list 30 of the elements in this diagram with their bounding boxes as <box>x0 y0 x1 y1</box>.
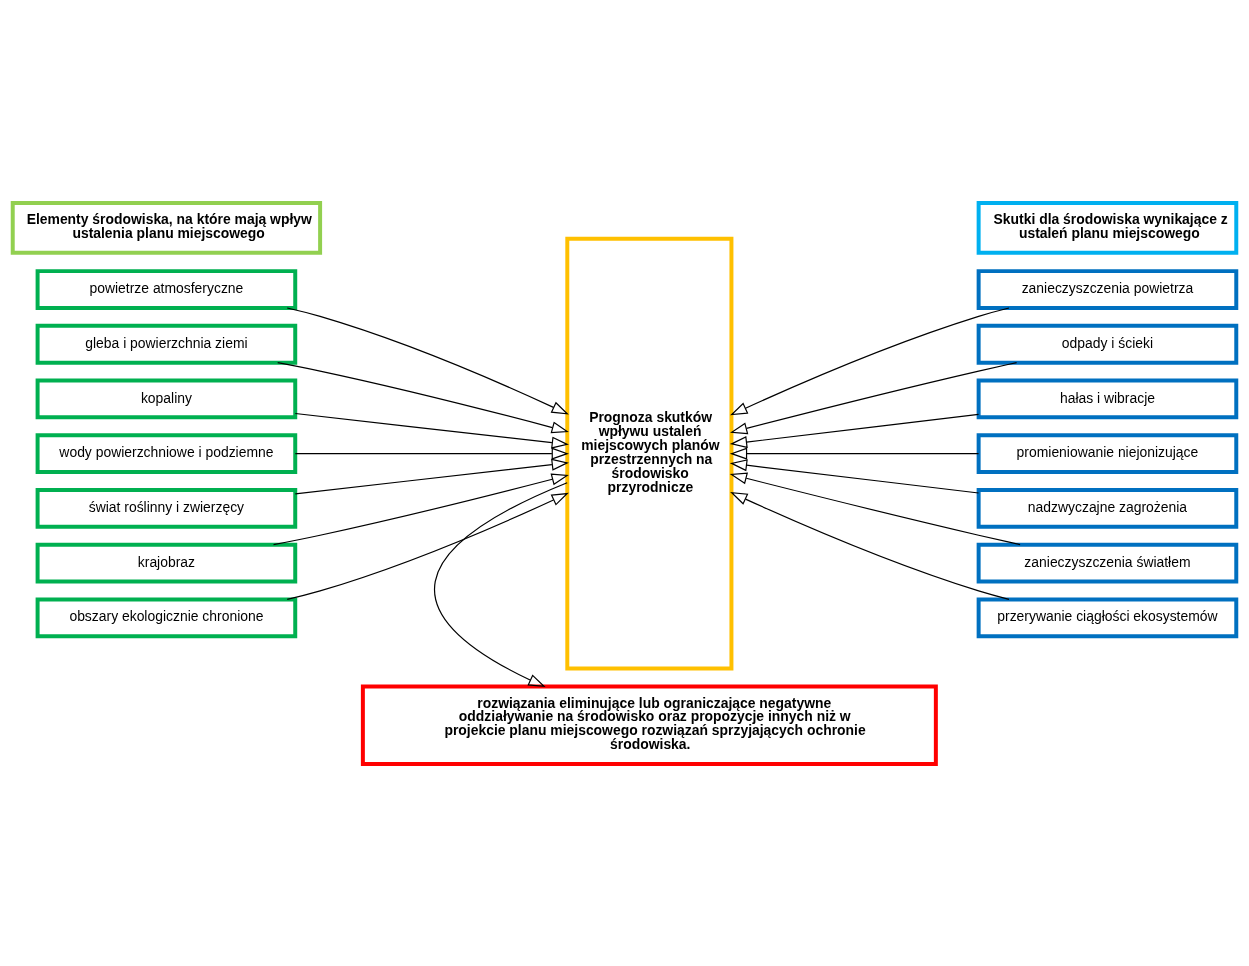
arrow <box>294 447 569 460</box>
node-box: zanieczyszczenia światłem <box>976 542 1239 583</box>
node-box: rozwiązania eliminujące lub ograniczające negatywne oddziaływanie na środowisko oraz propozycje innych niż w projekcie planu miejscowego rozwiązań sprzyjających ochronie środowiska. <box>360 683 938 766</box>
node-box: gleba i powierzchnia ziemi <box>35 323 298 365</box>
arrow <box>730 361 1018 434</box>
node-box: świat roślinny i zwierzęcy <box>35 487 298 529</box>
node-box: promieniowanie niejonizujące <box>976 432 1239 474</box>
node-box: przerywanie ciągłości ekosystemów <box>976 596 1239 638</box>
node-box: odpady i ścieki <box>976 323 1239 365</box>
arrow <box>294 412 569 449</box>
node-box: kopaliny <box>35 378 298 419</box>
arrow <box>286 306 569 415</box>
arrow <box>286 492 569 600</box>
node-box: Prognoza skutków wpływu ustaleń miejscowych planów przestrzennych na środowisko przyrodnicze <box>565 236 734 670</box>
arrow <box>729 413 980 448</box>
arrow <box>729 458 980 494</box>
arrow <box>277 361 569 433</box>
arrow <box>729 447 980 460</box>
arrow <box>294 458 569 494</box>
node-box: Skutki dla środowiska wynikające z ustaleń planu miejscowego <box>976 200 1239 255</box>
node-box: wody powierzchniowe i podziemne <box>35 432 298 474</box>
node-box: krajobraz <box>35 542 298 583</box>
arrow <box>434 481 568 687</box>
arrow <box>272 472 569 545</box>
node-box: nadzwyczajne zagrożenia <box>976 487 1239 529</box>
node-box: hałas i wibracje <box>976 378 1239 419</box>
node-box: Elementy środowiska, na które mają wpływ ustalenia planu miejscowego <box>10 200 323 255</box>
node-box: zanieczyszczenia powietrza <box>976 268 1239 310</box>
node-box: obszary ekologicznie chronione <box>35 596 298 638</box>
node-box: powietrze atmosferyczne <box>35 268 298 310</box>
